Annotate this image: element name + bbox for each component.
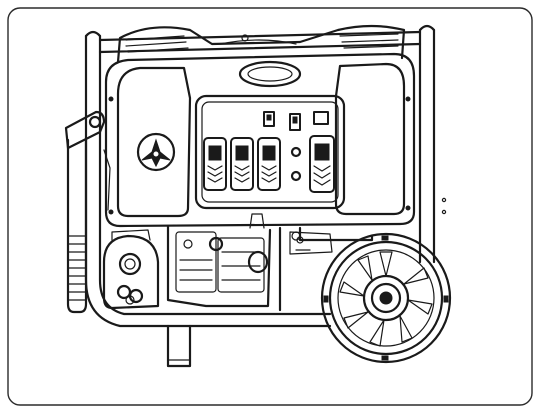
reset-button-icon <box>313 111 329 125</box>
outlet-icon <box>230 137 254 191</box>
pull-handle <box>64 110 111 314</box>
indicator-light-icon <box>290 170 302 182</box>
wheel <box>291 226 452 364</box>
fuel-tank-body <box>104 52 416 228</box>
indicator-light-icon <box>290 146 302 158</box>
control-panel <box>194 94 346 210</box>
outlet-icon <box>203 137 227 191</box>
support-foot <box>166 324 192 368</box>
top-canopy <box>116 24 406 64</box>
outlet-icon <box>257 137 281 191</box>
engine <box>102 213 333 312</box>
outlet-icon <box>309 135 335 193</box>
choke-knob-icon <box>136 132 176 172</box>
